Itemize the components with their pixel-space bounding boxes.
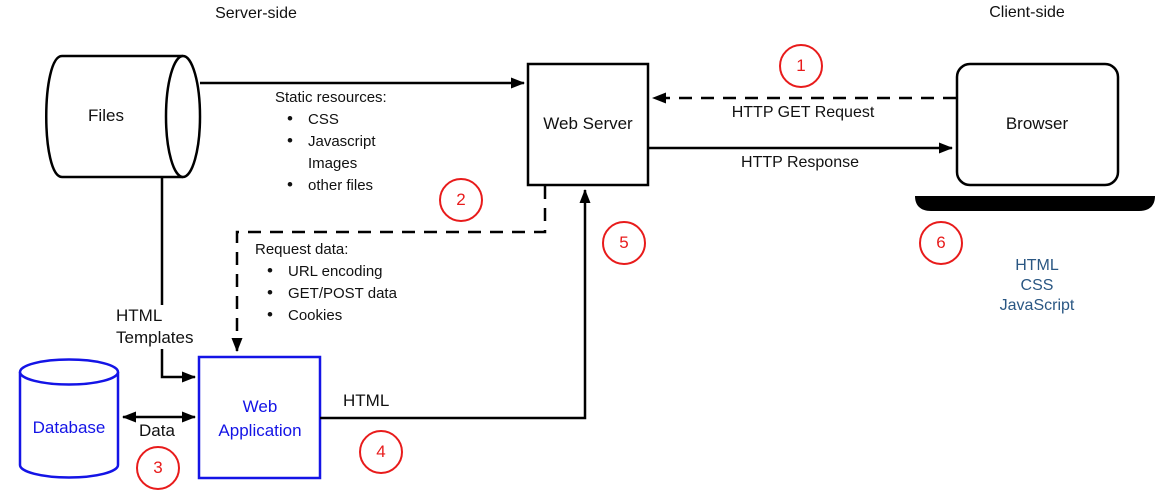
arrow-html-templates <box>160 178 196 383</box>
request-data-item: URL encoding <box>255 260 397 283</box>
static-resources-title: Static resources: <box>275 89 387 106</box>
step-badge-3: 3 <box>136 446 180 490</box>
request-data-title: Request data: <box>255 241 349 258</box>
files-cylinder-shape <box>45 54 202 179</box>
step-badge-5: 5 <box>602 221 646 265</box>
database-cylinder-shape <box>18 358 120 479</box>
request-data-item: GET/POST data <box>255 282 397 305</box>
files-label: Files <box>88 106 124 125</box>
web-application-label: Web Application <box>218 395 301 443</box>
arrow-request-data-dashed <box>231 186 547 352</box>
static-resources-item: Javascript <box>275 130 387 153</box>
browser-label: Browser <box>1005 114 1069 133</box>
http-get-request-label: HTTP GET Request <box>731 104 875 121</box>
step-badge-6: 6 <box>919 221 963 265</box>
html-templates-label: HTML Templates <box>114 305 196 349</box>
web-application-label-line1: Web <box>242 397 278 416</box>
client-stack-item: CSS <box>1020 277 1054 294</box>
server-side-heading: Server-side <box>215 5 297 22</box>
static-resources-item: CSS <box>275 108 387 131</box>
web-server-box <box>526 62 650 187</box>
web-application-label-line2: Application <box>218 421 302 440</box>
step-badge-4: 4 <box>359 430 403 474</box>
client-stack-item: HTML <box>1015 257 1059 274</box>
client-stack-list: HTML CSS JavaScript <box>1000 256 1075 316</box>
browser-box <box>955 62 1120 187</box>
step-badge-2: 2 <box>439 178 483 222</box>
html-templates-label-line2: Templates <box>116 328 194 347</box>
client-stack-item: JavaScript <box>999 297 1075 314</box>
web-server-label: Web Server <box>543 114 633 133</box>
data-label: Data <box>137 421 177 441</box>
arrow-html-to-webserver <box>320 189 591 420</box>
request-data-item: Cookies <box>255 304 397 327</box>
static-resources-note: Static resources: CSS Javascript Images … <box>275 87 387 197</box>
html-edge-label: HTML <box>343 391 390 410</box>
laptop-base-icon <box>915 196 1155 211</box>
web-application-box <box>197 355 322 480</box>
step-badge-1: 1 <box>779 44 823 88</box>
http-response-label: HTTP Response <box>741 154 859 171</box>
static-resources-item: Images <box>308 155 358 172</box>
request-data-note: Request data: URL encoding GET/POST data… <box>255 239 397 327</box>
html-templates-label-line1: HTML <box>116 306 163 325</box>
static-resources-item: other files <box>275 174 387 197</box>
database-label: Database <box>32 418 106 437</box>
client-side-heading: Client-side <box>989 4 1065 21</box>
